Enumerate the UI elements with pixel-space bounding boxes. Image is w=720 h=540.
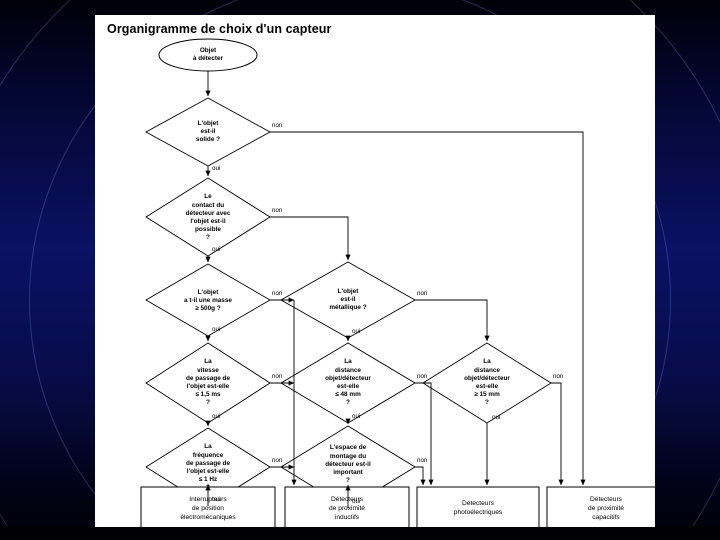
node-d6-shape	[280, 261, 416, 339]
edge-label-d8-no: non	[417, 457, 428, 464]
slide-bottom-band	[0, 526, 720, 540]
edge-label-d2-no: non	[272, 207, 283, 214]
edge-label-d8-yes: oui	[352, 498, 361, 505]
edge-label-d6-yes: oui	[352, 328, 361, 335]
node-start-shape	[158, 38, 258, 72]
edge-label-d4-yes: oui	[212, 413, 221, 420]
edge-label-d9-no: non	[553, 373, 564, 380]
node-t4-label: Détecteurs de proximité capacitifs	[588, 495, 624, 521]
edge-d7-no-to-t3	[415, 382, 434, 486]
node-d4-shape	[145, 342, 271, 424]
node-d7-shape	[280, 342, 416, 424]
edge-label-d5-no: non	[272, 457, 283, 464]
page-title: Organigramme de choix d'un capteur	[107, 22, 332, 36]
edge-label-d7-no: non	[417, 373, 428, 380]
node-d1-shape	[145, 97, 271, 167]
edge-label-d1-yes: oui	[212, 165, 221, 172]
edge-label-d7-yes: oui	[352, 413, 361, 420]
edge-label-d3-yes: oui	[212, 326, 221, 333]
edge-label-d5-yes: oui	[212, 496, 221, 503]
edge-d6-no-to-d9	[415, 299, 490, 342]
node-d9-shape	[422, 342, 552, 424]
diagram-panel: Organigramme de choix d'un capteur	[95, 15, 655, 527]
node-t4-shape	[546, 486, 655, 527]
flowchart-shapes-and-connectors	[140, 38, 655, 527]
edge-label-d6-no: non	[417, 290, 428, 297]
node-t2-label: Détecteurs de proximité inductifs	[329, 495, 365, 521]
edge-label-d9-yes: oui	[492, 414, 501, 421]
edge-label-d1-no: non	[272, 122, 283, 129]
node-t1-label: Interrupteurs de position électromécaniq…	[180, 495, 236, 521]
edge-d2-no-to-d6	[270, 216, 351, 261]
flowchart: Objet à détecter L'objet est-il solide ?…	[95, 15, 655, 527]
node-t3-shape	[416, 486, 540, 527]
edge-label-d3-no: non	[272, 290, 283, 297]
node-t2-shape	[284, 486, 410, 527]
edge-d9-no-to-t4	[551, 382, 564, 486]
node-d2-shape	[145, 177, 271, 257]
edge-label-d4-no: non	[272, 373, 283, 380]
node-t3-label: Détecteurs photoélectriques	[453, 500, 503, 516]
edge-d1-no-to-t4	[270, 131, 586, 486]
edge-d8-no-to-t3	[415, 466, 426, 486]
node-d3-shape	[145, 263, 271, 337]
edge-label-d2-yes: oui	[212, 246, 221, 253]
